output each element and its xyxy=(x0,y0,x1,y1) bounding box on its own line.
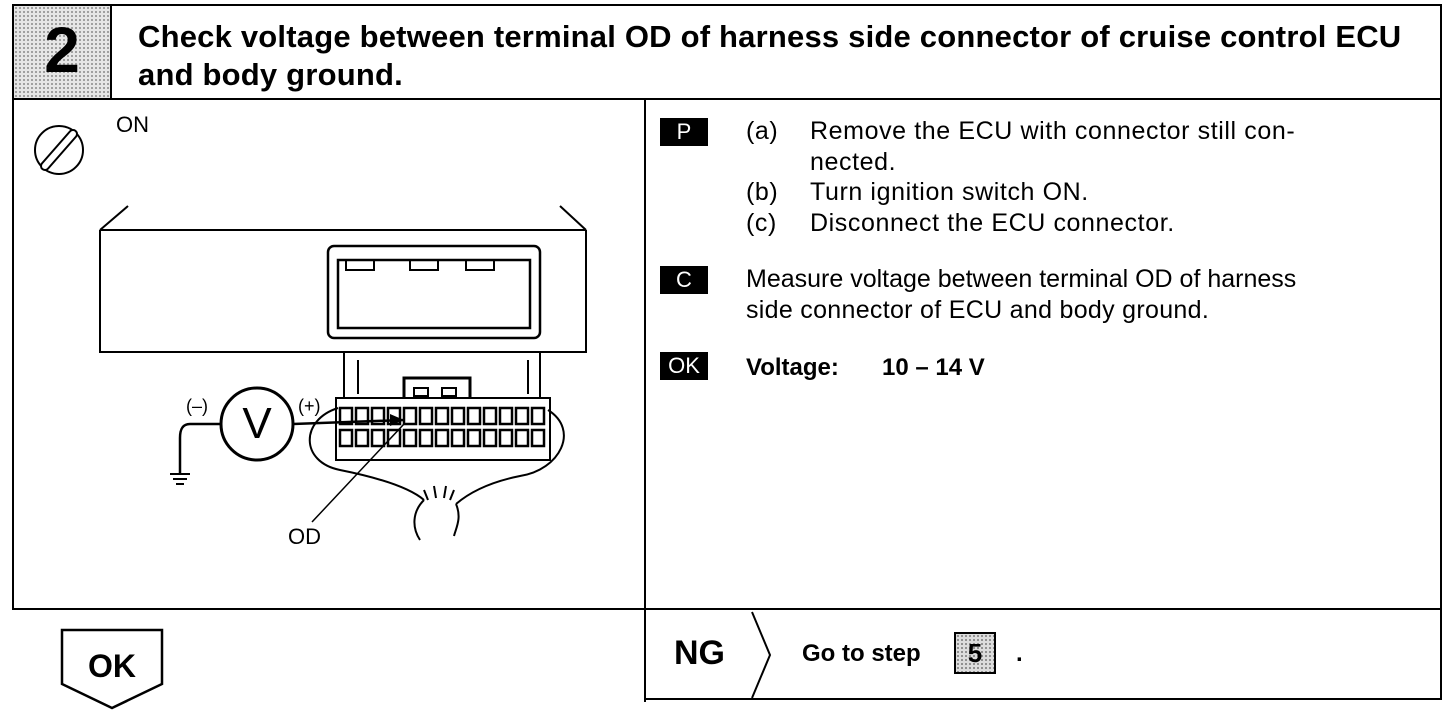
column-divider xyxy=(644,98,646,702)
check-text-2: side connector of ECU and body ground. xyxy=(746,296,1210,324)
goto-period: . xyxy=(1016,640,1023,667)
plus-lead-label: (+) xyxy=(298,396,321,416)
prepare-item-c-marker: (c) xyxy=(746,209,777,237)
ng-arrow-divider xyxy=(751,611,772,699)
prepare-item-c-text: Disconnect the ECU connector. xyxy=(810,209,1175,237)
ignition-switch-icon xyxy=(34,125,84,175)
ok-result-label: OK xyxy=(88,648,136,684)
prepare-badge: P xyxy=(660,118,708,146)
ignition-on-label: ON xyxy=(116,112,149,137)
goto-step-text: Go to step xyxy=(802,640,921,667)
ng-result-label: NG xyxy=(674,634,725,672)
prepare-item-a-text-2: nected. xyxy=(810,148,897,176)
harness-connector xyxy=(308,351,565,541)
check-badge: C xyxy=(660,266,708,294)
voltmeter xyxy=(170,386,405,523)
step-header-box xyxy=(12,4,1442,100)
ok-spec-value: 10 – 14 V xyxy=(882,354,985,381)
ecu-body xyxy=(99,205,587,353)
ng-result-box xyxy=(644,608,1442,700)
step-title: Check voltage between terminal OD of har… xyxy=(138,19,1402,92)
minus-lead-label: (–) xyxy=(186,396,208,416)
check-text-1: Measure voltage between terminal OD of h… xyxy=(746,265,1297,293)
ok-spec-badge: OK xyxy=(660,352,708,380)
prepare-item-a-text-1: Remove the ECU with connector still con- xyxy=(810,117,1296,145)
step-number-cell xyxy=(14,6,112,98)
goto-step-link[interactable]: 5 xyxy=(954,632,996,674)
ok-spec-label: Voltage: xyxy=(746,354,839,381)
terminal-od-label: OD xyxy=(288,524,321,549)
step-number: 2 xyxy=(44,14,80,86)
voltmeter-letter: V xyxy=(242,399,272,448)
prepare-item-a-marker: (a) xyxy=(746,117,779,145)
ok-result-marker xyxy=(60,628,164,710)
prepare-item-b-marker: (b) xyxy=(746,178,779,206)
prepare-item-b-text: Turn ignition switch ON. xyxy=(810,178,1089,206)
